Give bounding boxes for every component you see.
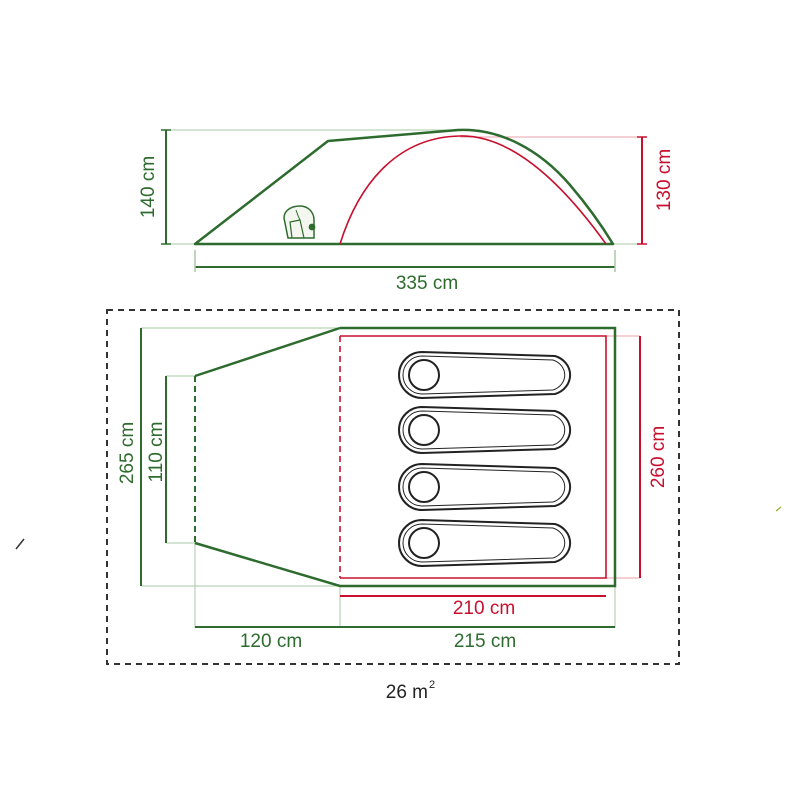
label-porch-width: 110 cm xyxy=(146,422,167,483)
floor-plan: 265 cm 110 cm 260 cm 210 cm 120 cm 215 c… xyxy=(106,309,680,703)
outer-tent-floor xyxy=(194,326,617,588)
inner-tent-profile xyxy=(339,135,607,245)
stray-mark xyxy=(775,506,782,512)
sleeping-bag-icon xyxy=(398,350,572,400)
label-length: 335 cm xyxy=(396,273,458,294)
outer-tent-profile xyxy=(193,128,615,246)
stray-mark xyxy=(15,538,25,550)
label-inner-length: 210 cm xyxy=(453,598,515,619)
sleeping-bag-icon xyxy=(398,405,572,455)
label-height-inner: 130 cm xyxy=(654,149,675,211)
sleeping-bag-icon xyxy=(398,518,572,568)
sleeping-bag-icon xyxy=(398,462,572,512)
inner-tent-floor xyxy=(340,335,607,579)
label-bedroom-length: 215 cm xyxy=(454,631,516,652)
label-area-unit-sup: 2 xyxy=(429,679,435,691)
footprint-area-outline xyxy=(106,309,680,665)
backpack-icon xyxy=(283,205,316,239)
label-height-outer: 140 cm xyxy=(138,156,159,218)
label-inner-width: 260 cm xyxy=(648,426,669,488)
side-view: 140 cm 130 cm 335 cm xyxy=(138,128,675,294)
label-area: 26 m xyxy=(386,682,428,703)
label-total-width: 265 cm xyxy=(117,422,138,484)
label-porch-length: 120 cm xyxy=(240,631,302,652)
